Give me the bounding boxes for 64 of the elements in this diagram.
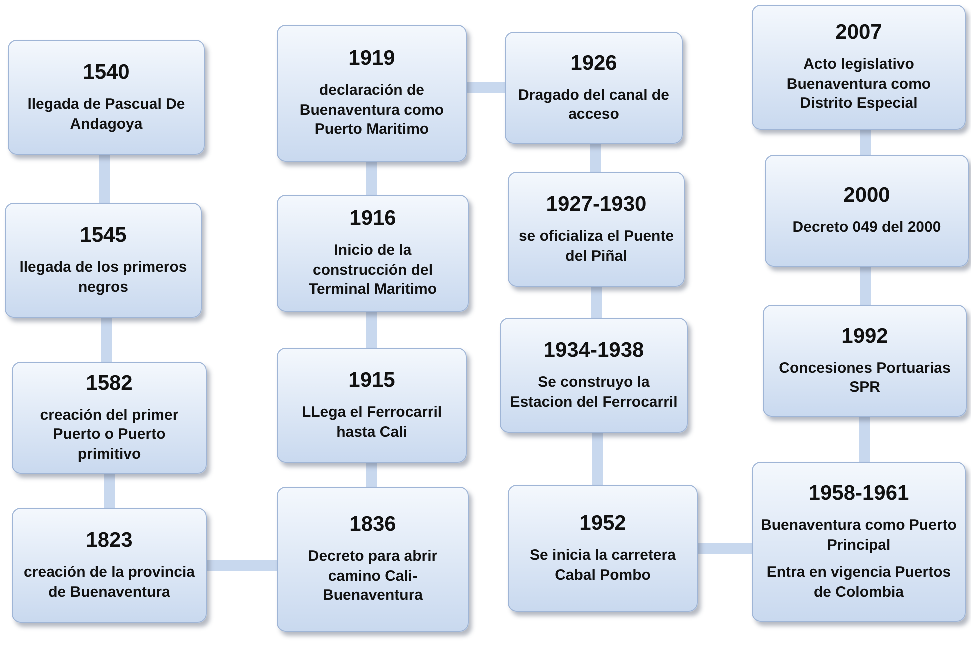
event-text: se oficializa el Puente del Piñal (518, 227, 676, 266)
event-text: Se inicia la carretera Cabal Pombo (529, 546, 677, 585)
connector (366, 463, 378, 487)
timeline-box (8, 40, 205, 155)
year-heading: 1540 (83, 61, 130, 85)
year-heading: 1823 (86, 529, 133, 553)
timeline-box (277, 487, 469, 632)
event-text: Decreto 049 del 2000 (792, 218, 942, 238)
timeline-box (508, 172, 685, 287)
timeline-box (752, 5, 966, 130)
event-text: Decreto para abrir camino Cali-Buenaventura (307, 547, 439, 606)
connector (102, 318, 112, 362)
year-heading: 1836 (350, 513, 396, 538)
connector (366, 162, 378, 195)
connector (207, 560, 277, 571)
year-heading: 2007 (836, 21, 882, 46)
timeline-box (752, 462, 966, 622)
year-heading: 1952 (580, 512, 626, 536)
year-heading: 1582 (86, 372, 133, 396)
timeline-box (505, 32, 683, 144)
timeline-box (277, 195, 469, 312)
timeline-box (277, 25, 467, 162)
event-text: Buenaventura como Puerto Principal (761, 516, 957, 555)
year-heading: 1915 (348, 369, 396, 393)
connector (366, 312, 378, 348)
connector (100, 155, 110, 203)
year-heading: 1919 (348, 47, 396, 72)
timeline-box (5, 203, 202, 318)
timeline-box (12, 362, 207, 474)
connector (467, 82, 505, 94)
year-heading: 1927-1930 (546, 193, 647, 217)
event-text: Concesiones Portuarias SPR (778, 358, 952, 398)
connector (698, 543, 752, 554)
event-text: creación de la provincia de Buenaventura (23, 563, 196, 602)
event-text: llegada de los primeros negros (18, 258, 188, 297)
event-text: LLega el Ferrocarril hasta Cali (300, 403, 444, 442)
connector (104, 474, 115, 508)
event-text: Acto legislativo Buenaventura como Distrito Especial (786, 55, 932, 114)
connector (592, 433, 604, 485)
event-text: creación del primer Puerto o Puerto primitivo (39, 406, 180, 464)
connector (591, 287, 602, 318)
year-heading: 1926 (570, 52, 618, 76)
event-text: Entra en vigencia Puertos de Colombia (766, 563, 952, 602)
timeline-box (763, 305, 967, 417)
year-heading: 1958-1961 (808, 482, 910, 506)
event-text: llegada de Pascual De Andagoya (26, 95, 186, 134)
timeline-box (765, 155, 969, 267)
year-heading: 2000 (844, 184, 890, 208)
timeline-box (12, 508, 207, 623)
timeline-box (277, 348, 467, 463)
year-heading: 1992 (842, 324, 888, 348)
connector (590, 144, 601, 172)
connector (860, 267, 872, 305)
year-heading: 1934-1938 (544, 339, 644, 363)
year-heading: 1545 (80, 224, 127, 248)
event-text: Inicio de la construcción del Terminal Maritimo (308, 241, 438, 300)
event-text: declaración de Buenaventura como Puerto Maritimo (298, 81, 446, 140)
timeline-box (508, 485, 698, 612)
connector (860, 130, 871, 155)
event-text: Se construyo la Estacion del Ferrocarril (509, 373, 679, 412)
connector (859, 417, 870, 462)
year-heading: 1916 (350, 207, 396, 232)
event-text: Dragado del canal de acceso (518, 86, 670, 124)
timeline-box (500, 318, 688, 433)
